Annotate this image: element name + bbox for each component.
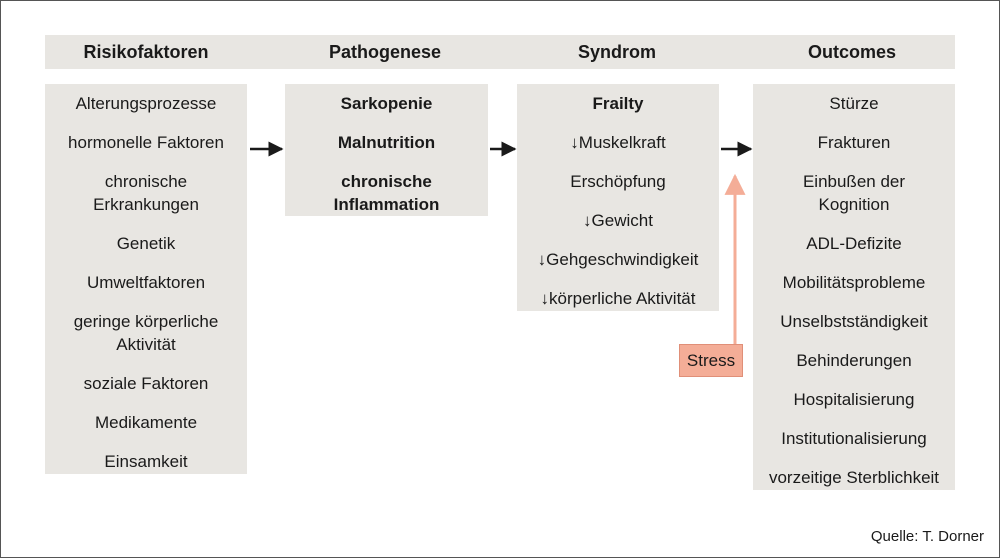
- risk-factors-box: Alterungsprozesse hormonelle Faktoren chro…: [45, 84, 247, 474]
- header-syndrome: Syndrom: [577, 42, 657, 62]
- risk-factor-item: Einsamkeit: [104, 452, 188, 471]
- header-risk-factors: Risikofaktoren: [83, 42, 209, 62]
- stress-label: Stress: [679, 344, 743, 377]
- risk-factor-item: soziale Faktoren: [83, 374, 209, 393]
- outcome-item: Institutionalisierung: [781, 429, 927, 448]
- risk-factor-item: hormonelle Faktoren: [68, 133, 224, 152]
- outcome-item: vorzeitige Sterblichkeit: [768, 468, 940, 487]
- source-caption: Quelle: T. Dorner: [870, 528, 984, 545]
- outcome-item: Einbußen der Kognition: [802, 172, 906, 214]
- pathogenesis-item: Sarkopenie: [340, 94, 433, 113]
- header-bar: [45, 35, 955, 69]
- outcome-item: Stürze: [829, 94, 879, 113]
- risk-factor-item: chronische Erkrankungen: [93, 172, 199, 214]
- syndrome-item: ↓Gewicht: [583, 211, 653, 230]
- header-pathogenesis: Pathogenese: [328, 42, 442, 62]
- outcome-item: Unselbstständigkeit: [780, 312, 928, 331]
- outcome-item: Hospitalisierung: [793, 390, 915, 409]
- outcome-item: Behinderungen: [796, 351, 912, 370]
- risk-factor-item: Alterungsprozesse: [75, 94, 217, 113]
- header-outcomes: Outcomes: [807, 42, 897, 62]
- syndrome-item: ↓Muskelkraft: [570, 133, 666, 152]
- risk-factor-item: geringe körperliche Aktivität: [73, 312, 219, 354]
- outcome-item: Mobilitätsprobleme: [782, 273, 926, 292]
- risk-factor-item: Genetik: [116, 234, 176, 253]
- risk-factor-item: Medikamente: [94, 413, 198, 432]
- outcome-item: Frakturen: [817, 133, 891, 152]
- risk-factor-item: Umweltfaktoren: [86, 273, 206, 292]
- syndrome-item: ↓Gehgeschwindigkeit: [537, 250, 699, 269]
- pathogenesis-item: Malnutrition: [337, 133, 436, 152]
- syndrome-title: Frailty: [592, 94, 644, 113]
- syndrome-item: ↓körperliche Aktivität: [540, 289, 696, 308]
- syndrome-item: Erschöpfung: [570, 172, 666, 191]
- outcome-item: ADL-Defizite: [806, 234, 902, 253]
- pathogenesis-item: chronische Inflammation: [333, 172, 440, 214]
